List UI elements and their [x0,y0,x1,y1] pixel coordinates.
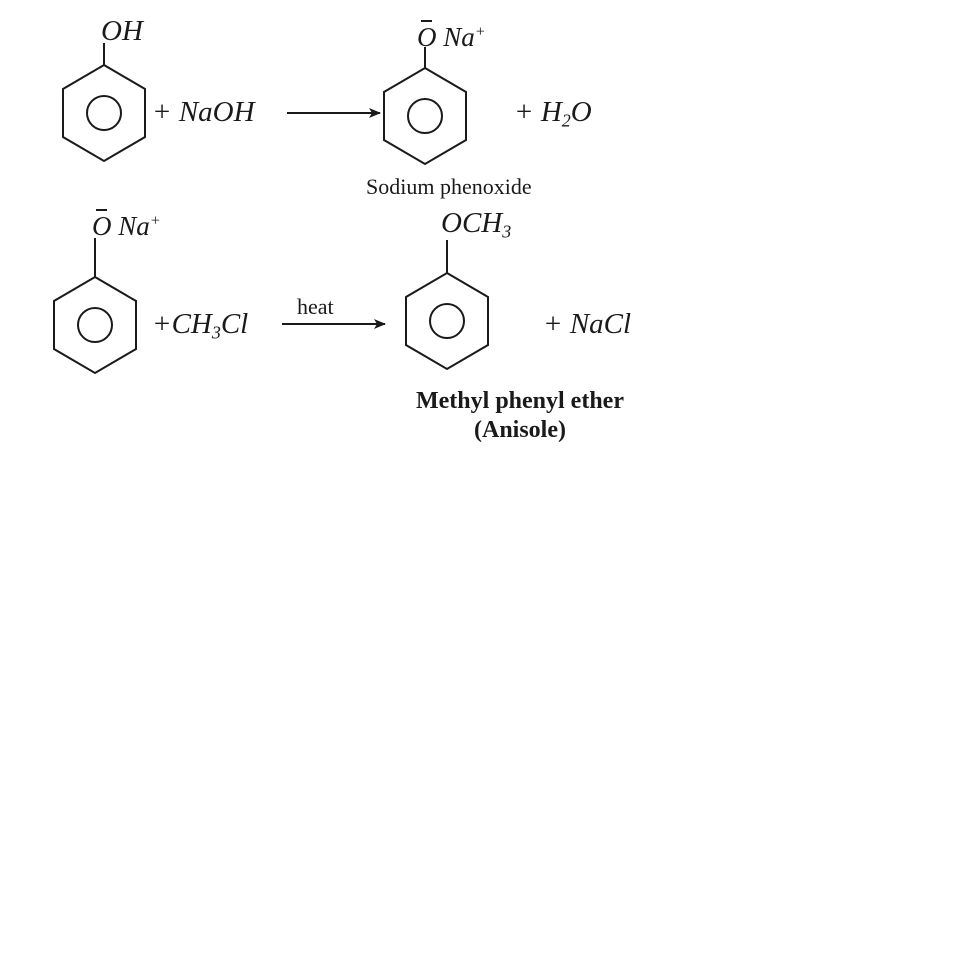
och-text: OCH [441,207,503,239]
water-o-text: O [570,96,592,128]
na-text: Na [443,22,475,52]
cl-text: Cl [220,308,249,340]
oh-text: OH [101,15,143,47]
phenol-ring [62,43,146,163]
phenoxide-reactant-ring [53,238,137,375]
anisole-name: Methyl phenyl ether (Anisole) [400,389,640,442]
water-subscript: 2 [561,110,571,131]
phenoxide-ona-label: O Na+ [417,20,486,52]
heat-text: heat [297,294,334,319]
methyl-phenyl-ether-text: Methyl phenyl ether [416,388,624,414]
naoh-text: + NaOH [152,96,255,128]
water-byproduct-label: + H2O [514,96,592,131]
o-minus: O [417,20,437,52]
reactant-ona-label: O Na+ [92,209,161,241]
o-text-2: O [92,211,112,241]
o-text: O [417,22,437,52]
anisole-ring [405,240,489,371]
heat-condition-label: heat [297,296,334,318]
plus-charge-2: + [149,211,161,230]
nacl-text: + NaCl [543,308,632,340]
ch3-subscript: 3 [211,322,221,343]
sodium-phenoxide-text: Sodium phenoxide [366,174,532,199]
plus-charge: + [474,22,486,41]
och3-label: OCH3 [441,207,512,242]
ch-text: +CH [152,308,212,340]
sodium-phenoxide-name: Sodium phenoxide [366,176,532,198]
o-minus-2: O [92,209,112,241]
nacl-byproduct-label: + NaCl [543,310,631,339]
anisole-text: (Anisole) [474,417,566,443]
sodium-phenoxide-ring [383,47,467,166]
h-text: + H [514,96,562,128]
naoh-reagent-label: + NaOH [152,98,255,127]
och3-subscript: 3 [502,221,512,242]
na-text-2: Na [118,211,150,241]
methyl-chloride-label: +CH3Cl [152,308,249,343]
phenol-oh-label: OH [101,17,143,46]
